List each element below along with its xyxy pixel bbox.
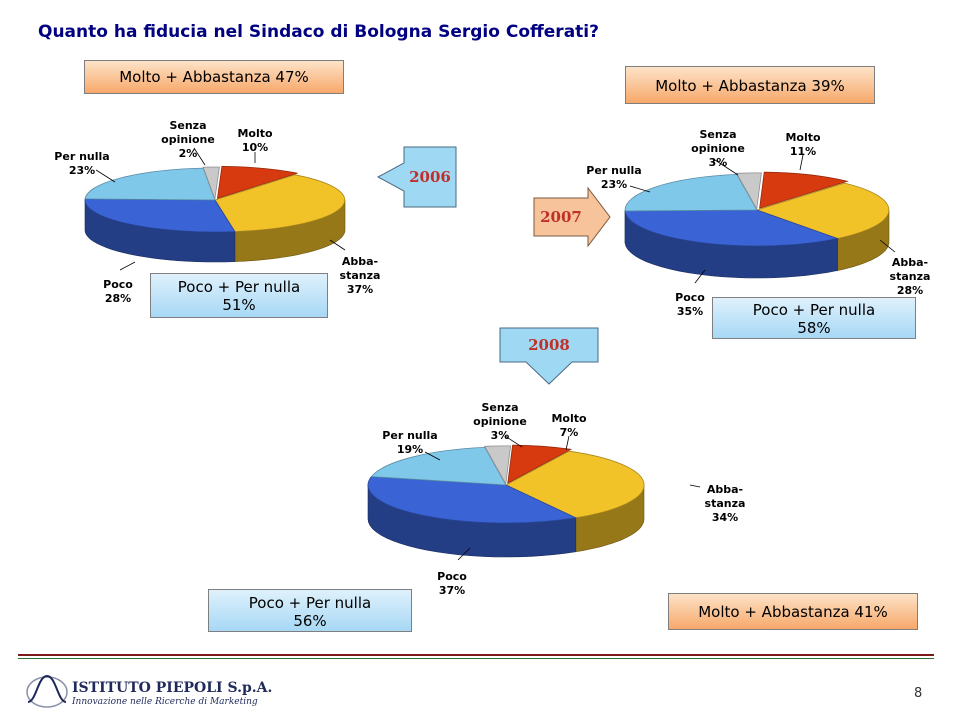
pie-slice-2007-senza-opinione [735, 172, 762, 211]
pie-slice-2007-per-nulla [624, 173, 758, 212]
summary-bottom-2008: Poco + Per nulla 56% [208, 589, 412, 632]
leader-line-2008-per-nulla [424, 451, 441, 461]
year-label-2008: 2008 [528, 336, 570, 354]
footer-rule [18, 654, 934, 656]
year-label-2007: 2007 [540, 208, 582, 226]
data-label-2006-poco: Poco 28% [103, 278, 133, 305]
pie-slice-2008-senza-opinione [484, 445, 512, 486]
data-label-2008-abbastanza: Abba- stanza 34% [704, 483, 746, 524]
data-label-2008-per-nulla: Per nulla 19% [382, 429, 438, 456]
footer-rule-thin [18, 658, 934, 659]
leader-line-2007-abbastanza [879, 239, 896, 253]
pie-slice-2006-per-nulla [84, 167, 216, 201]
company-logo-icon [26, 674, 68, 708]
pie-slice-2008-poco [367, 476, 578, 524]
pie-slice-2006-abbastanza [214, 174, 346, 233]
leader-line-2007-per-nulla [629, 185, 651, 193]
pie-slice-2006-senza-opinione [202, 166, 220, 200]
data-label-2006-molto: Molto 10% [237, 127, 273, 154]
leader-line-2008-senza-opinione [504, 435, 523, 448]
data-label-2007-abbastanza: Abba- stanza 28% [889, 256, 931, 297]
summary-top-2008: Molto + Abbastanza 41% [668, 593, 918, 630]
leader-line-2007-molto [799, 154, 804, 171]
page-number: 8 [914, 686, 923, 701]
summary-bottom-2008-line2: 56% [293, 612, 327, 630]
data-label-2007-molto: Molto 11% [785, 131, 821, 158]
company-name: ISTITUTO PIEPOLI S.p.A. [72, 680, 273, 696]
pie-slice-2007-molto [759, 171, 849, 209]
summary-bottom-2006-line1: Poco + Per nulla [177, 278, 301, 296]
pie-slice-2008-molto [507, 444, 573, 484]
leader-line-2006-per-nulla [95, 169, 116, 183]
pie-slice-2006-poco [84, 198, 236, 233]
data-label-2007-per-nulla: Per nulla 23% [586, 164, 642, 191]
leader-line-2008-molto [565, 435, 570, 451]
leader-line-2008-poco [457, 547, 471, 561]
summary-bottom-2007-line1: Poco + Per nulla [752, 301, 876, 319]
data-label-2008-poco: Poco 37% [437, 570, 467, 597]
year-label-2006: 2006 [409, 168, 451, 186]
data-label-2007-poco: Poco 35% [675, 291, 705, 318]
summary-bottom-2006-line2: 51% [222, 296, 256, 314]
pie-slice-2008-per-nulla [370, 446, 507, 486]
year-arrow-2006 [376, 146, 457, 208]
leader-line-2007-poco [694, 269, 706, 284]
page-title: Quanto ha fiducia nel Sindaco di Bologna… [38, 22, 599, 42]
data-label-2008-senza-opinione: Senza opinione 3% [473, 401, 527, 442]
leader-line-2007-senza-opinione [714, 159, 739, 176]
pie-slice-2006-molto [216, 165, 298, 199]
data-label-2008-molto: Molto 7% [551, 412, 587, 439]
pie-chart-2006 [84, 147, 346, 271]
data-label-2006-abbastanza: Abba- stanza 37% [339, 255, 381, 296]
company-tagline: Innovazione nelle Ricerche di Marketing [72, 697, 258, 707]
data-label-2006-senza-opinione: Senza opinione 2% [161, 119, 215, 160]
pie-slice-2007-poco [624, 209, 839, 247]
summary-bottom-2007-line2: 58% [797, 319, 831, 337]
leader-line-2006-abbastanza [329, 239, 346, 251]
year-arrow-2007 [533, 186, 611, 248]
data-label-2006-per-nulla: Per nulla 23% [54, 150, 110, 177]
year-arrow-2008 [499, 327, 599, 385]
summary-top-2006: Molto + Abbastanza 47% [84, 60, 344, 94]
leader-line-2006-poco [119, 261, 136, 271]
leader-line-2008-abbastanza [689, 484, 701, 488]
pie-slice-2007-abbastanza [755, 182, 890, 239]
summary-bottom-2007: Poco + Per nulla 58% [712, 297, 916, 339]
summary-top-2007: Molto + Abbastanza 39% [625, 66, 875, 104]
pie-chart-2008 [367, 435, 701, 561]
summary-bottom-2008-line1: Poco + Per nulla [248, 594, 372, 612]
data-label-2007-senza-opinione: Senza opinione 3% [691, 128, 745, 169]
summary-bottom-2006: Poco + Per nulla 51% [150, 273, 328, 318]
leader-line-2006-senza-opinione [193, 147, 206, 166]
pie-chart-2007 [624, 154, 896, 284]
